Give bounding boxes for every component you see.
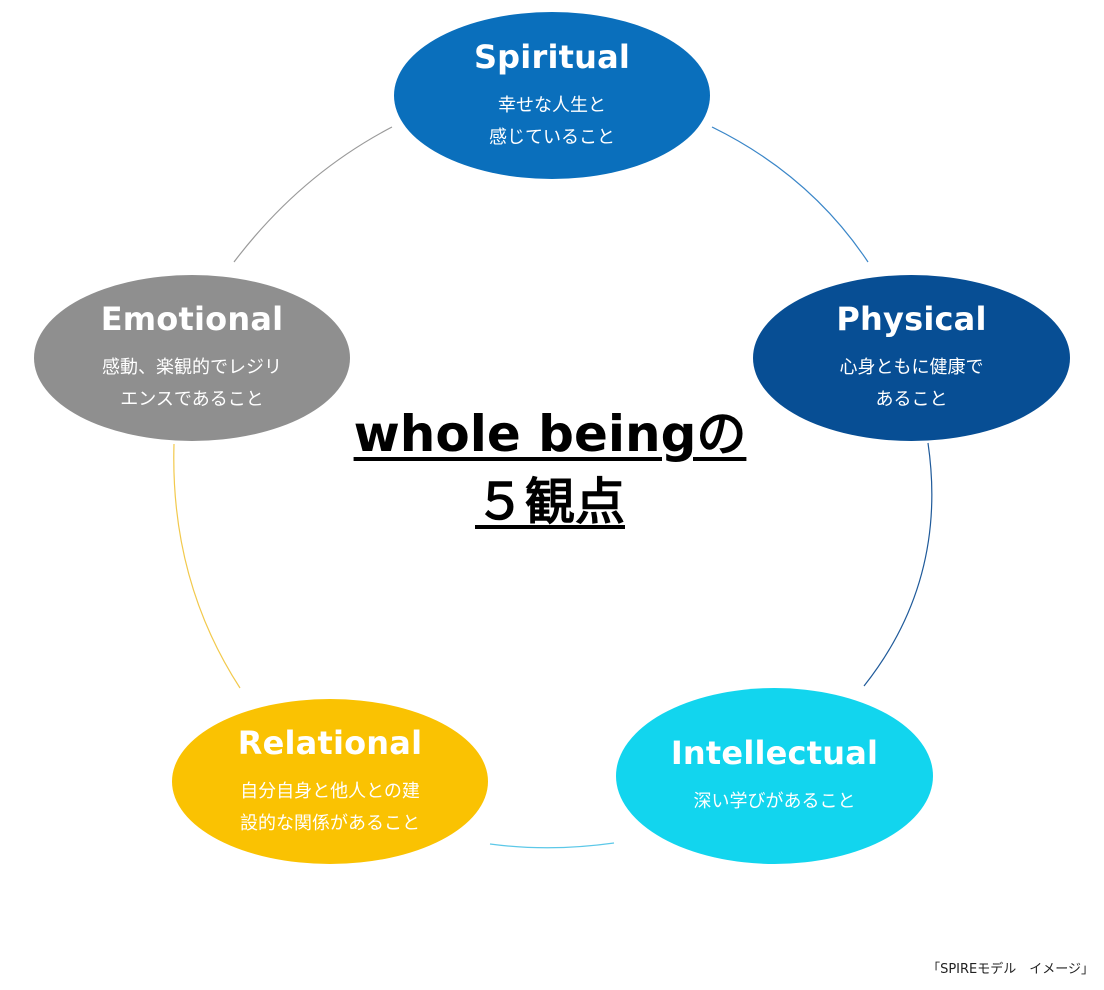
node-intellectual: Intellectual 深い学びがあること: [616, 688, 933, 864]
node-description: 心身ともに健康で あること: [839, 357, 984, 410]
connector-physical-intellectual: [863, 442, 933, 687]
node-description: 感動、楽観的でレジリ エンスであること: [102, 357, 282, 410]
node-physical: Physical 心身ともに健康で あること: [753, 275, 1070, 441]
node-emotional: Emotional 感動、楽観的でレジリ エンスであること: [34, 275, 350, 441]
node-spiritual: Spiritual 幸せな人生と 感じていること: [394, 12, 710, 179]
caption: 「SPIREモデル イメージ」: [927, 962, 1094, 977]
center-title-line2: ５観点: [475, 473, 625, 531]
connector-emotional-spiritual: [233, 126, 393, 263]
connector-intellectual-relational: [489, 842, 615, 849]
center-title: whole beingの ５観点: [300, 400, 800, 536]
node-description: 自分自身と他人との建 設的な関係があること: [240, 780, 420, 834]
node-title: Intellectual: [670, 734, 879, 772]
connector-relational-emotional: [173, 443, 241, 689]
node-title: Spiritual: [473, 37, 631, 76]
center-title-line1: whole beingの: [353, 405, 747, 463]
node-title: Relational: [237, 723, 423, 762]
node-title: Physical: [836, 300, 987, 338]
node-description: 幸せな人生と 感じていること: [489, 94, 615, 148]
node-title: Emotional: [100, 300, 284, 338]
node-description: 深い学びがあること: [693, 791, 856, 812]
node-relational: Relational 自分自身と他人との建 設的な関係があること: [172, 699, 488, 864]
connector-spiritual-physical: [711, 126, 869, 263]
